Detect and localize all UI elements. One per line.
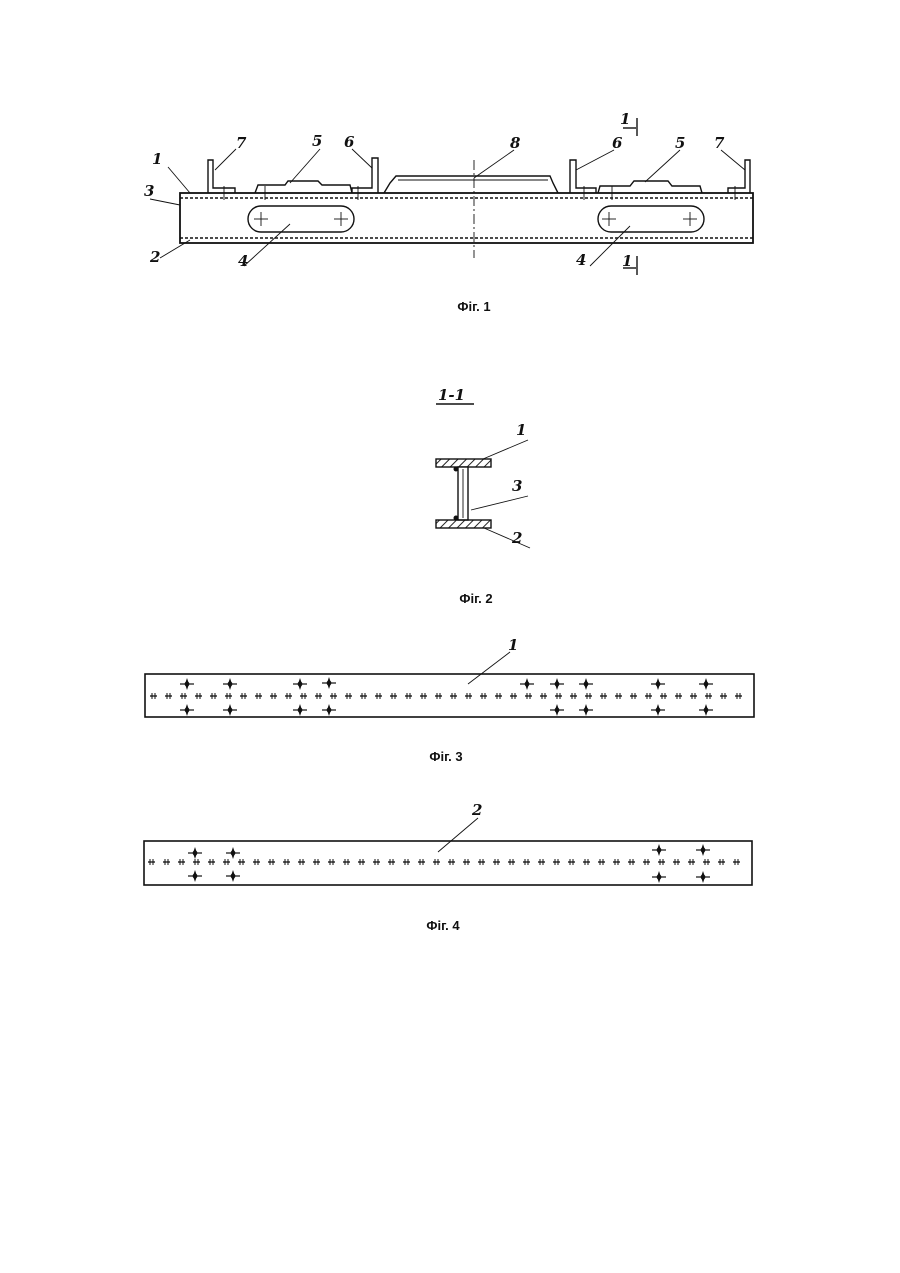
section-bottom-flange-2	[436, 520, 491, 528]
label-2: 2	[149, 248, 160, 266]
label-3: 3	[144, 182, 154, 200]
weld-dot	[454, 516, 459, 521]
figure-4-bottom-flange-plan: 2 Фiг. 4	[144, 801, 752, 933]
figure-3-top-flange-plan: 1 Фiг. 3	[145, 636, 754, 764]
leader-6-left	[352, 149, 372, 168]
plate-8	[384, 176, 558, 193]
leader-8	[474, 150, 514, 178]
figure-1-beam-side-view: 1 3 2 7 5 6 8 6 5 7 4 4 1 1 Фiг. 1	[144, 110, 753, 314]
section-title: 1-1	[438, 386, 465, 404]
leader-1	[168, 167, 190, 193]
leader-7-left	[215, 149, 236, 170]
figure-3-caption: Фiг. 3	[429, 749, 462, 764]
leader-5-right	[645, 150, 680, 182]
figure-2-caption: Фiг. 2	[459, 591, 492, 606]
beam-web-3	[180, 193, 753, 243]
leader-5-left	[290, 149, 320, 183]
leader-2	[160, 240, 190, 258]
label-1: 1	[152, 150, 162, 168]
label-4-left: 4	[238, 252, 248, 270]
label-3: 3	[512, 477, 522, 495]
label-7-left: 7	[236, 134, 247, 152]
leader-3	[150, 199, 180, 205]
label-2: 2	[511, 529, 522, 547]
label-5-left: 5	[312, 132, 322, 150]
section-label-top: 1	[620, 110, 630, 128]
bracket-6-left	[352, 158, 378, 193]
label-1: 1	[516, 421, 526, 439]
bracket-7-left	[208, 160, 235, 193]
leader-3	[471, 496, 528, 510]
leader-1	[483, 440, 528, 459]
bracket-6-right	[570, 160, 596, 193]
figure-2-cross-section: 1-1 1 3 2 Фiг. 2	[436, 386, 530, 606]
leader-7-right	[721, 150, 745, 170]
label-7-right: 7	[714, 134, 725, 152]
figure-1-caption: Фiг. 1	[457, 299, 490, 314]
label-5-right: 5	[675, 134, 685, 152]
leader-2	[484, 528, 530, 548]
pad-5-right	[598, 181, 702, 193]
figure-4-caption: Фiг. 4	[426, 918, 460, 933]
label-4-right: 4	[576, 251, 586, 269]
label-6-right: 6	[612, 134, 623, 152]
label-1: 1	[508, 636, 518, 654]
label-6-left: 6	[344, 133, 355, 151]
leader-6-right	[576, 150, 614, 170]
section-top-flange-1	[436, 459, 491, 467]
section-label-bottom: 1	[622, 252, 632, 270]
label-2: 2	[471, 801, 482, 819]
weld-dot	[454, 467, 459, 472]
pad-5-left	[255, 181, 352, 193]
label-8: 8	[510, 134, 521, 152]
